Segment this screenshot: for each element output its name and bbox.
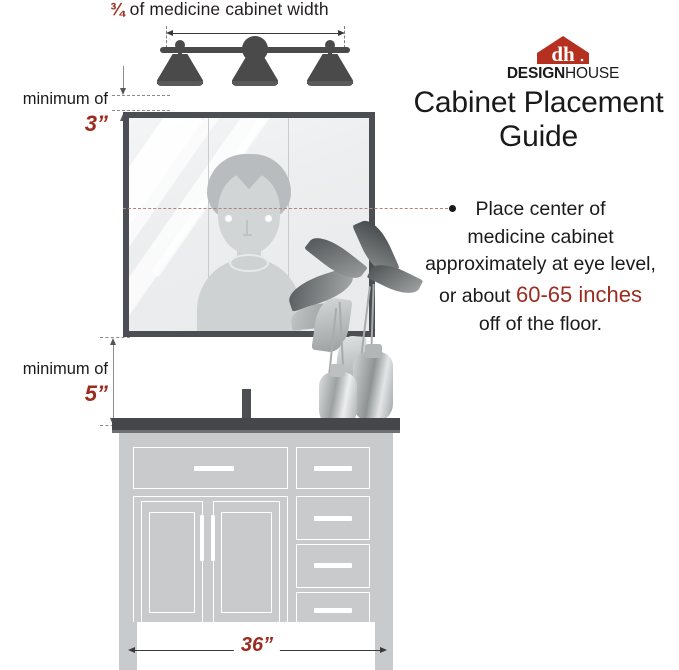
cabinet-leg-left [119,622,137,670]
callout-line-2: medicine cabinet [467,225,614,248]
top-caption-rest: of medicine cabinet width [124,0,329,19]
cabinet-leg-right [375,622,393,670]
minimum-5-value: 5” [84,381,108,407]
top-dimension-caption: ¾ of medicine cabinet width [110,0,410,20]
callout-line-4-pre: or about [439,285,516,308]
title-line-2: Guide [498,119,579,153]
faucet-icon [242,389,251,419]
min3-guide-lower [112,110,170,111]
vase-neck-front [330,364,345,377]
eye-level-guideline [123,208,453,209]
door-left-panel [149,512,195,613]
width-arrow-right [380,647,387,653]
side-drawer-1[interactable] [296,447,370,489]
callout-line-1: Place center of [402,196,679,224]
callout-line-1-text: Place center of [475,198,606,220]
min5-guide-upper [100,337,130,338]
dim-tick-right [344,26,345,48]
house-logo-svg: dh [537,36,589,66]
top-dimension-arrow-right [338,30,345,36]
design-house-house-icon: dh [537,36,589,66]
top-dimension-line [169,33,342,34]
callout-line-4: or about 60-65 inches [402,279,679,311]
top-drawer-pull[interactable] [194,466,234,471]
light-shade-left [157,40,203,86]
brand-word-bold: DESIGN [506,65,566,82]
min3-arrow-stem-down [123,66,124,90]
width-arrow-left [128,647,135,653]
mirror-divider-right [288,118,289,331]
minimum-of-text-top: minimum of [22,90,108,108]
svg-text:dh: dh [551,42,575,64]
vanity-cabinet [112,389,402,670]
light-shade-right [307,40,353,86]
callout-line-5: off of the floor. [478,312,603,335]
side-drawer-4-pull[interactable] [314,608,352,613]
vase-neck-back [365,344,382,358]
min3-arrow-down [120,88,126,95]
dim-tick-left [166,26,167,48]
decorative-plant [284,215,424,430]
title-line-1: Cabinet Placement [413,86,664,119]
callout-text-block: Place center of medicine cabinet approxi… [402,196,679,338]
mirror-divider-left [208,118,209,331]
side-drawer-3-pull[interactable] [314,563,352,568]
side-drawer-2-pull[interactable] [314,516,352,521]
door-left-pull[interactable] [200,515,204,561]
light-shade-center [232,40,278,86]
brand-wordmark: DESIGNHOUSE [503,65,623,83]
door-right-panel [221,512,272,613]
mirror-glass [129,118,369,331]
countertop-edge [112,430,400,433]
minimum-5-label: minimum of 5” [0,360,108,407]
vase-back [353,352,393,422]
callout-line-3: approximately at eye level, [425,253,656,276]
min5-arrow-stem [113,342,114,422]
fraction-label: ¾ [110,0,125,19]
top-dimension-arrow-left [166,30,173,36]
vanity-light-fixture [150,36,360,93]
vanity-width-dimension: 36” [128,634,387,666]
brand-word-light: HOUSE [565,65,620,82]
minimum-3-value: 3” [84,111,108,137]
medicine-cabinet-mirror [123,112,375,337]
callout-highlight-measurement: 60-65 inches [516,282,642,308]
minimum-3-label: minimum of 3” [0,90,108,137]
brand-logo: dh DESIGNHOUSE [503,36,623,83]
callout-bullet-dot [449,205,456,212]
page-title: Cabinet Placement Guide [398,86,679,153]
min3-guide-upper [112,95,170,96]
door-right-pull[interactable] [211,515,215,561]
width-value-label: 36” [233,634,281,657]
countertop [112,418,400,430]
side-drawer-2[interactable] [296,496,370,540]
minimum-of-text-bottom: minimum of [22,360,108,378]
door-area [133,496,288,629]
min5-arrow-up [110,338,116,345]
side-drawer-1-pull[interactable] [314,466,352,471]
